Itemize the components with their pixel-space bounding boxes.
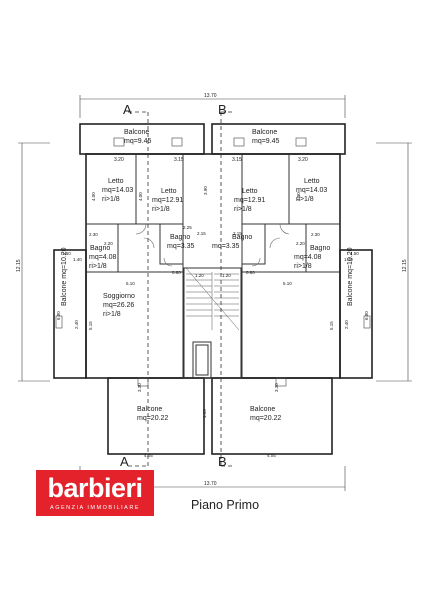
letto-1-left-area: mq=14.03: [102, 187, 133, 194]
dim-215-right: 2.15: [233, 231, 242, 236]
bagno-small-left-name: Bagno: [90, 245, 110, 252]
bagno-mid-left-name: Bagno: [170, 234, 190, 241]
balcone-top-right-name: Balcone: [252, 129, 277, 136]
bagno-small-right-name: Bagno: [310, 245, 330, 252]
section-lines: [128, 111, 232, 467]
dim-230-right: 2.30: [311, 232, 320, 237]
dim-405-right: 4.05: [267, 453, 276, 458]
balcone-top-left-name: Balcone: [124, 129, 149, 136]
dim-510-right: 5.10: [283, 281, 292, 286]
balcone-top-right-area: mq=9.45: [252, 138, 280, 145]
dim-080-right: 0.80: [246, 270, 255, 275]
dim-390-left: 3.90: [203, 186, 208, 195]
dim-120-right: 1.20: [222, 273, 231, 278]
balcone-bottom-left-name: Balcone: [137, 406, 162, 413]
dim-150-left: 1.50: [62, 251, 71, 256]
dim-220-left: 2.20: [104, 241, 113, 246]
dim-320-left: 3.20: [114, 157, 124, 163]
dim-515-left: 5.15: [88, 321, 93, 330]
letto-2-left-ratio: ri>1/8: [152, 206, 170, 213]
letto-2-right-area: mq=12.91: [234, 197, 265, 204]
letto-1-right-name: Letto: [304, 178, 320, 185]
stair-treads: [185, 267, 240, 331]
dim-315-left: 3.15: [174, 157, 184, 163]
dim-400-left: 4.00: [91, 192, 96, 201]
soggiorno-area: mq=26.26: [103, 302, 134, 309]
letto-2-right-ratio: ri>1/8: [234, 206, 252, 213]
dim-680-right: 6.80: [364, 311, 369, 320]
agency-logo: barbieri AGENZIA IMMOBILIARE: [36, 470, 154, 516]
bagno-small-right-ratio: ri>1/8: [294, 263, 312, 270]
logo-name: barbieri: [47, 473, 143, 503]
dim-400-right: 4.00: [296, 192, 301, 201]
dim-150-right: 1.50: [350, 251, 359, 256]
section-b-top: B: [218, 102, 227, 117]
outer-walls: [53, 123, 373, 455]
letto-2-left-name: Letto: [161, 188, 177, 195]
balcone-bottom-right-name: Balcone: [250, 406, 275, 413]
letto-1-left-name: Letto: [108, 178, 124, 185]
balcone-side-left-label: Balcone mq=10.20: [61, 247, 68, 306]
dim-140-right: 1.40: [344, 257, 353, 262]
dim-680-left: 6.80: [56, 311, 61, 320]
bagno-mid-left-area: mq=3.35: [167, 243, 195, 250]
balcone-side-right-area: mq=10.20: [347, 247, 354, 278]
dim-400b-left: 4.00: [138, 192, 143, 201]
dim-510-left: 5.10: [126, 281, 135, 286]
dim-080-left: 0.80: [172, 270, 181, 275]
letto-1-right-area: mq=14.03: [296, 187, 327, 194]
logo-tagline: AGENZIA IMMOBILIARE: [50, 505, 140, 511]
dim-320-right: 3.20: [298, 157, 308, 163]
door-swings: [135, 223, 290, 267]
balcone-side-left-name: Balcone: [61, 281, 68, 306]
bagno-mid-right-name: Bagno: [232, 234, 252, 241]
dim-330-right: 3.30: [274, 383, 279, 392]
dim-315-right: 3.15: [232, 157, 242, 163]
dim-240-left: 2.40: [74, 320, 79, 329]
section-b-bottom: B: [218, 454, 227, 469]
dim-120-left: 1.20: [195, 273, 204, 278]
letto-2-left-area: mq=12.91: [152, 197, 183, 204]
bagno-small-right-area: mq=4.08: [294, 254, 322, 261]
bagno-mid-right-area: mq=3.35: [212, 243, 240, 250]
balcone-side-right-name: Balcone: [347, 281, 354, 306]
balcone-top-left-area: mq=9.45: [124, 138, 152, 145]
letto-2-right-name: Letto: [242, 188, 258, 195]
soggiorno-ratio: ri>1/8: [103, 311, 121, 318]
section-a-bottom: A: [120, 454, 129, 469]
dim-overall-left: 12.15: [16, 259, 22, 272]
letto-1-left-ratio: ri>1/8: [102, 196, 120, 203]
plan-caption: Piano Primo: [190, 498, 260, 512]
dim-225-left: 2.25: [183, 225, 192, 230]
dim-overall-top: 13.70: [204, 93, 217, 99]
dim-230-left: 2.30: [89, 232, 98, 237]
dim-140-left: 1.40: [73, 257, 82, 262]
bagno-small-left-area: mq=4.08: [89, 254, 117, 261]
dim-330-left: 3.30: [137, 383, 142, 392]
dim-403: 4.03: [202, 409, 207, 418]
balcone-bottom-left-area: mq=20.22: [137, 415, 168, 422]
section-a-top: A: [123, 102, 132, 117]
inner-walls: [86, 154, 340, 379]
soggiorno-name: Soggiorno: [103, 293, 135, 300]
dim-240-right: 2.40: [344, 320, 349, 329]
dim-215-left: 2.15: [197, 231, 206, 236]
dim-overall-right: 12.15: [402, 259, 408, 272]
bagno-small-left-ratio: ri>1/8: [89, 263, 107, 270]
balcone-side-right-label: Balcone mq=10.20: [347, 247, 354, 306]
dim-overall-bottom: 13.70: [204, 481, 217, 487]
balcone-bottom-right-area: mq=20.22: [250, 415, 281, 422]
dim-515-right: 5.15: [329, 321, 334, 330]
dim-220-right: 2.20: [296, 241, 305, 246]
letto-1-right-ratio: ri>1/8: [296, 196, 314, 203]
window-marks: [55, 137, 371, 387]
dim-405-left: 4.05: [144, 453, 153, 458]
balcone-side-left-area: mq=10.20: [61, 247, 68, 278]
